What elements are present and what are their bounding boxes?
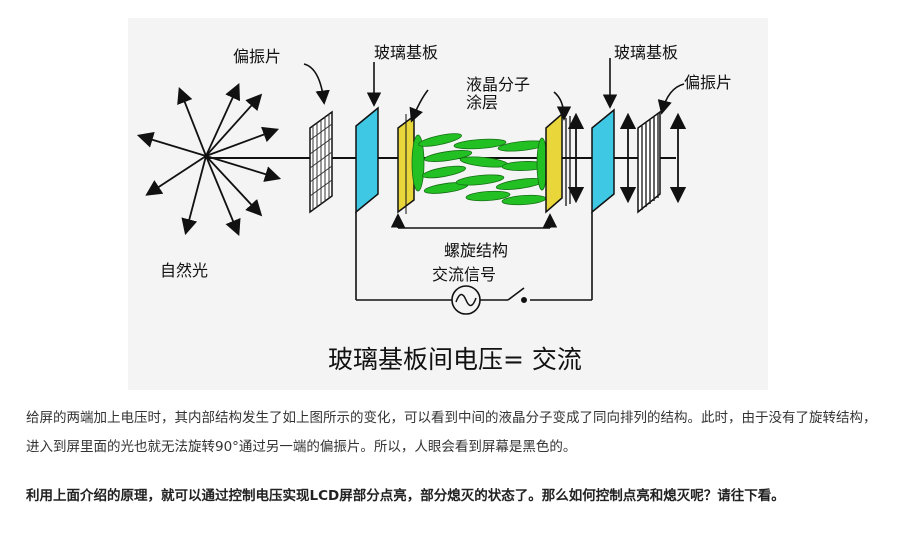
figure-caption: 玻璃基板间电压= 交流 <box>328 345 582 374</box>
polarization-arrows <box>567 112 687 204</box>
ac-source-icon <box>451 285 481 315</box>
lc-molecules <box>411 133 548 206</box>
body-paragraph: 给屏的两端加上电压时，其内部结构发生了如上图所示的变化，可以看到中间的液晶分子变… <box>26 410 877 455</box>
helix-bracket <box>390 213 558 229</box>
label-natural-light: 自然光 <box>160 261 208 280</box>
right-glass-substrate <box>591 108 615 214</box>
label-lc-line2: 涂层 <box>466 93 498 112</box>
label-lc-line1: 液晶分子 <box>466 75 530 94</box>
lcd-diagram: 偏振片 玻璃基板 液晶分子 涂层 玻璃基板 偏振片 自然光 螺旋结构 交流信号 … <box>136 43 732 374</box>
label-helix: 螺旋结构 <box>444 241 508 260</box>
label-ac-signal: 交流信号 <box>432 265 496 284</box>
ac-circuit <box>355 212 593 303</box>
lcd-principle-figure: 偏振片 玻璃基板 液晶分子 涂层 玻璃基板 偏振片 自然光 螺旋结构 交流信号 … <box>128 18 768 390</box>
label-pointers <box>303 58 685 123</box>
right-coating <box>545 112 563 214</box>
label-glass-right: 玻璃基板 <box>614 43 678 62</box>
right-polarizer <box>637 110 661 214</box>
label-polarizer-right: 偏振片 <box>684 73 732 92</box>
bold-paragraph: 利用上面介绍的原理，就可以通过控制电压实现LCD屏部分点亮，部分熄灭的状态了。那… <box>26 488 785 504</box>
left-glass-substrate <box>355 106 379 214</box>
natural-light-rays <box>136 83 282 236</box>
label-polarizer-left: 偏振片 <box>233 47 281 66</box>
label-glass-left: 玻璃基板 <box>374 43 438 62</box>
left-polarizer <box>309 110 333 214</box>
